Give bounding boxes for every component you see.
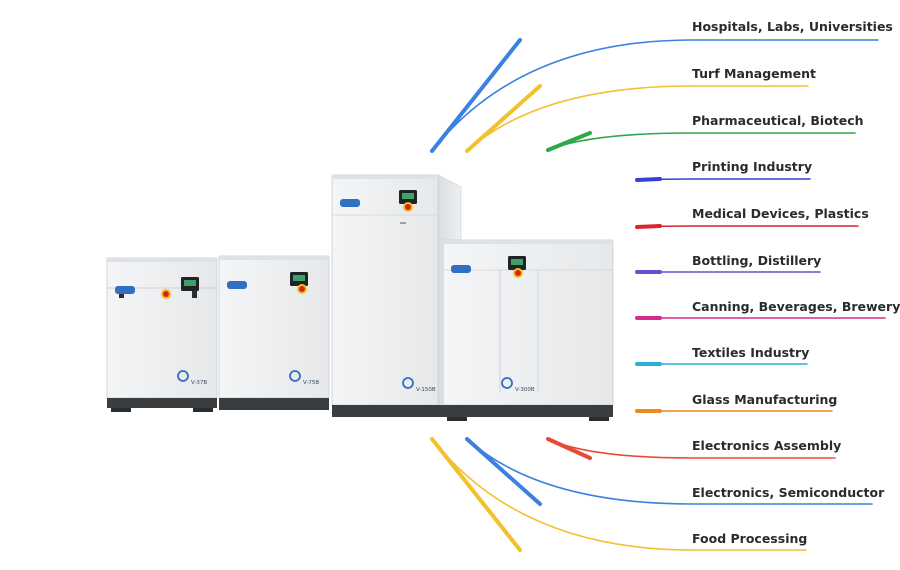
industry-label: Glass Manufacturing — [692, 392, 838, 407]
industry-connector-line — [636, 178, 811, 181]
machine-model-label: V-37B — [191, 380, 207, 386]
industry-label: Food Processing — [692, 531, 808, 546]
industry-connector-line — [636, 225, 859, 228]
compressor-unit: V-150B — [331, 174, 462, 417]
compressor-units: V-37B V-75B V-150B V-300B — [106, 174, 614, 421]
compressor-unit: V-37B — [106, 257, 218, 412]
industry-label: Electronics Assembly — [692, 438, 842, 453]
industry-connector-line — [431, 438, 807, 551]
industry-connector-line — [431, 39, 879, 152]
industry-label: Pharmaceutical, Biotech — [692, 113, 864, 128]
industry-label: Hospitals, Labs, Universities — [692, 19, 893, 34]
industry-connector-swoosh — [465, 437, 542, 506]
industry-connector-swoosh — [430, 437, 522, 552]
industry-label: Electronics, Semiconductor — [692, 485, 885, 500]
industry-label: Canning, Beverages, Brewery — [692, 299, 900, 314]
industry-connector-swoosh — [635, 224, 662, 229]
industry-label: Medical Devices, Plastics — [692, 206, 869, 221]
compressor-unit: V-75B — [218, 255, 330, 410]
industry-label: Textiles Industry — [692, 345, 810, 360]
industry-connector-swoosh — [430, 38, 522, 153]
industry-connector-line — [547, 132, 856, 151]
industry-connector-swoosh — [546, 131, 592, 152]
industry-connector-swoosh — [635, 177, 662, 182]
machine-model-label: V-150B — [416, 387, 436, 393]
compressor-unit: V-300B — [442, 239, 614, 421]
machine-model-label: V-300B — [515, 387, 535, 393]
industry-label: Bottling, Distillery — [692, 253, 822, 268]
machine-model-label: V-75B — [303, 380, 319, 386]
industry-connector-swoosh — [546, 437, 592, 460]
industry-label: Printing Industry — [692, 159, 813, 174]
industry-label: Turf Management — [692, 66, 817, 81]
industry-connector-swoosh — [465, 84, 542, 153]
